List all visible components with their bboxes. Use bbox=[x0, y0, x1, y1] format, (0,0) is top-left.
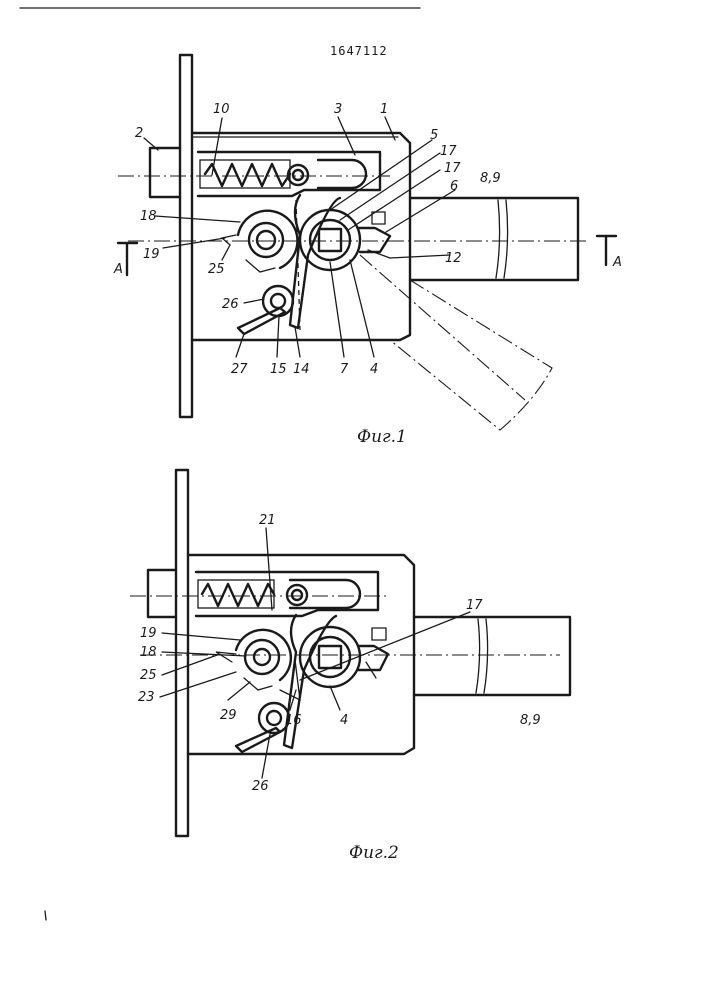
fig1-slide-slot bbox=[318, 160, 366, 188]
fig1-label-8-9: 8,9 bbox=[480, 171, 501, 186]
fig1-left-hub-outer bbox=[249, 223, 283, 257]
fig2-label-25: 25 bbox=[140, 668, 157, 683]
fig1-label-12: 12 bbox=[445, 251, 462, 266]
fig1-section-label-right: А bbox=[612, 255, 622, 270]
fig1-label-2: 2 bbox=[135, 126, 143, 141]
fig1-pawl-25 bbox=[222, 235, 236, 245]
fig2-bolt bbox=[148, 570, 176, 617]
fig1-main-hub-inner bbox=[310, 220, 350, 260]
fig2-leaf-spring bbox=[236, 728, 280, 752]
fig2-main-hub-inner bbox=[310, 637, 350, 677]
fig2-label-17: 17 bbox=[466, 598, 483, 613]
fig2-label-19: 19 bbox=[140, 626, 157, 641]
fig1-bolt bbox=[150, 148, 180, 197]
figure-1: А А 2 10 3 1 5 17 17 bbox=[113, 55, 622, 447]
fig1-roller-inner bbox=[271, 294, 285, 308]
fig2-handle-shaft bbox=[414, 617, 570, 695]
fig2-left-hub-inner bbox=[254, 649, 270, 665]
fig2-slide-pin-inner bbox=[292, 590, 302, 600]
fig1-label-19: 19 bbox=[143, 247, 160, 262]
fig2-slide-pin-outer bbox=[287, 585, 307, 605]
fig1-label-3: 3 bbox=[334, 102, 342, 117]
fig1-shaft-break bbox=[496, 200, 508, 278]
fig2-shaft-break bbox=[476, 619, 488, 693]
fig2-roller-inner bbox=[267, 711, 281, 725]
fig1-label-14: 14 bbox=[293, 362, 310, 377]
fig2-label-4: 4 bbox=[340, 713, 348, 728]
fig1-roller-outer bbox=[263, 286, 293, 316]
fig1-label-6: 6 bbox=[450, 179, 458, 194]
fig1-label-5: 5 bbox=[430, 128, 438, 143]
fig1-swing-axis bbox=[360, 255, 525, 400]
fig2-label-8-9: 8,9 bbox=[520, 713, 541, 728]
fig2-caption: Фиг.2 bbox=[349, 843, 399, 863]
fig1-left-hub-inner bbox=[257, 231, 275, 249]
fig2-label-18: 18 bbox=[140, 645, 157, 660]
figure-2: 21 17 19 18 25 23 29 16 4 8,9 26 Фиг.2 bbox=[130, 470, 570, 863]
fig1-slide-pin-inner bbox=[293, 170, 303, 180]
fig2-label-29: 29 bbox=[220, 708, 237, 723]
fig1-caption: Фиг.1 bbox=[357, 427, 407, 447]
fig1-door-plate bbox=[180, 55, 192, 417]
fig1-hub-cam-6 bbox=[358, 228, 390, 252]
fig2-leader-lines bbox=[160, 528, 470, 778]
fig1-label-1: 1 bbox=[380, 102, 388, 117]
fig2-label-23: 23 bbox=[138, 690, 155, 705]
fig1-section-label-left: А bbox=[113, 262, 123, 277]
fig2-left-hub-outer bbox=[245, 640, 279, 674]
fig1-square-spindle bbox=[319, 229, 341, 251]
fig1-left-hub-tab bbox=[246, 260, 275, 272]
stray-mark bbox=[45, 911, 46, 920]
fig2-hub-cam bbox=[358, 646, 388, 670]
fig1-label-17a: 17 bbox=[440, 144, 457, 159]
fig1-label-7: 7 bbox=[340, 362, 349, 377]
fig1-label-26: 26 bbox=[222, 297, 239, 312]
fig1-label-25: 25 bbox=[208, 262, 225, 277]
fig1-slide-pin-outer bbox=[288, 165, 308, 185]
fig2-stop-block bbox=[372, 628, 386, 640]
fig1-label-15: 15 bbox=[270, 362, 287, 377]
patent-number: 1647112 bbox=[330, 44, 388, 58]
fig1-spring bbox=[205, 164, 290, 186]
fig1-label-10: 10 bbox=[213, 102, 230, 117]
fig1-label-18: 18 bbox=[140, 209, 157, 224]
fig2-spring bbox=[202, 584, 274, 606]
fig2-label-16: 16 bbox=[285, 713, 302, 728]
fig2-label-26: 26 bbox=[252, 779, 269, 794]
fig2-pawl-25 bbox=[216, 652, 236, 662]
fig1-left-hub-arc bbox=[238, 211, 297, 268]
fig1-handle-shaft bbox=[410, 198, 578, 280]
fig2-label-21: 21 bbox=[259, 513, 276, 528]
fig1-label-4: 4 bbox=[370, 362, 378, 377]
fig1-label-27: 27 bbox=[231, 362, 248, 377]
fig1-label-17b: 17 bbox=[444, 161, 461, 176]
